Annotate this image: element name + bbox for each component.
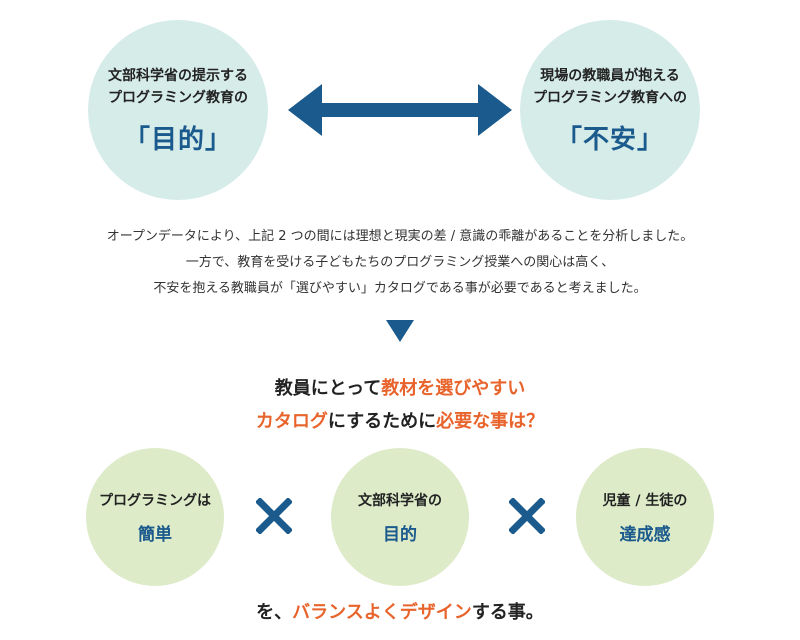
goal-circle-line2: プログラミング教育の — [108, 89, 248, 106]
factor-label: 児童 / 生徒の — [602, 492, 688, 509]
description-line3: 不安を抱える教職員が「選びやすい」カタログである事が必要であると考えました。 — [153, 281, 647, 296]
question-headline: 教員にとって教材を選びやすい カタログにするために必要な事は？ — [0, 372, 800, 438]
factor-emphasis: 簡単 — [138, 524, 172, 545]
factor-label: 文部科学省の — [358, 492, 442, 509]
goal-circle: 文部科学省の提示する プログラミング教育の 「目的」 — [88, 20, 268, 200]
factor-circle-simple: プログラミングは 簡単 — [86, 448, 224, 586]
question-line1: 教員にとって教材を選びやすい — [0, 372, 800, 405]
goal-circle-line1: 文部科学省の提示する — [108, 67, 248, 84]
factor-emphasis: 目的 — [383, 524, 417, 545]
factor-label: プログラミングは — [99, 492, 211, 509]
conclusion-part1: を、 — [256, 602, 293, 623]
goal-emphasis: 「目的」 — [123, 124, 232, 155]
anxiety-emphasis: 「不安」 — [555, 124, 664, 155]
description-line1: オープンデータにより、上記 2 つの間には理想と現実の差 / 意識の乖離があるこ… — [106, 229, 694, 244]
question-line2-c: 必要な事は？ — [436, 411, 545, 432]
factor-circle-purpose: 文部科学省の 目的 — [331, 448, 469, 586]
question-line1-a: 教員にとって — [274, 378, 382, 399]
description-line2: 一方で、教育を受ける子どもたちのプログラミング授業への関心は高く、 — [185, 255, 615, 270]
double-headed-arrow-icon — [288, 84, 512, 136]
anxiety-circle: 現場の教職員が抱える プログラミング教育への 「不安」 — [520, 20, 700, 200]
anxiety-circle-line1: 現場の教職員が抱える — [540, 67, 680, 84]
factor-emphasis: 達成感 — [619, 524, 671, 545]
conclusion: を、バランスよくデザインする事。 — [0, 598, 800, 624]
multiply-icon — [256, 498, 292, 534]
anxiety-circle-line2: プログラミング教育への — [533, 89, 687, 106]
conclusion-part3: する事。 — [471, 602, 544, 623]
factor-circle-achievement: 児童 / 生徒の 達成感 — [576, 448, 714, 586]
question-line2: カタログにするために必要な事は？ — [0, 405, 800, 438]
multiply-icon — [509, 498, 545, 534]
down-triangle-icon — [386, 320, 414, 342]
question-line2-b: にするために — [327, 411, 437, 432]
question-line1-b: 教材を選びやすい — [381, 378, 526, 399]
description: オープンデータにより、上記 2 つの間には理想と現実の差 / 意識の乖離があるこ… — [0, 224, 800, 302]
question-line2-a: カタログ — [255, 411, 328, 432]
conclusion-part2: バランスよくデザイン — [292, 602, 472, 623]
